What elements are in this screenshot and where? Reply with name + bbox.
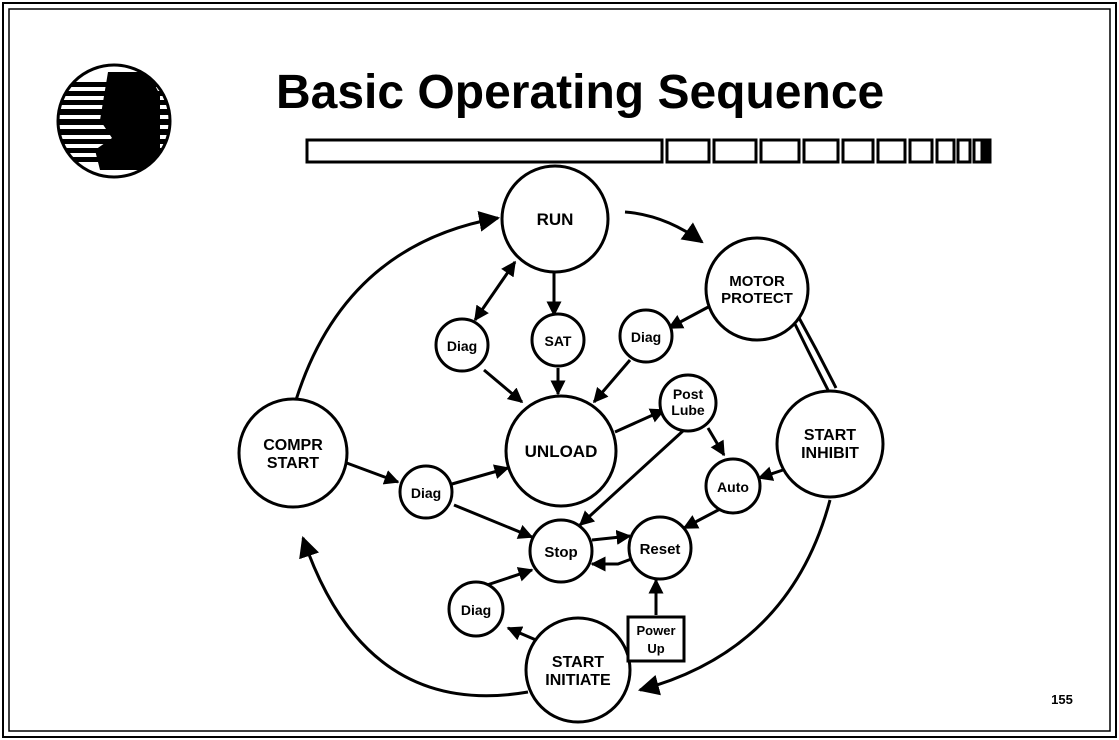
node-auto — [704, 457, 762, 515]
node-start-inhibit — [775, 389, 885, 499]
edge-reset-to-stop — [590, 556, 635, 572]
label-motor-protect-line2: PROTECT — [721, 290, 793, 307]
label-diag-right: Diag — [631, 329, 661, 345]
label-start-initiate-line2: INITIATE — [545, 672, 611, 689]
node-compr-start — [237, 397, 349, 509]
label-diag-mid: Diag — [411, 485, 441, 501]
label-motor-protect-line1: MOTOR — [729, 273, 785, 290]
label-auto: Auto — [717, 479, 749, 495]
label-start-inhibit-line1: START — [804, 427, 856, 444]
edge-run-diag-left — [473, 260, 517, 322]
label-sat: SAT — [545, 333, 572, 349]
edge-run-to-motor-protect — [624, 210, 704, 244]
edge-start-initiate-to-compr-start — [299, 536, 529, 698]
label-compr-start-line1: COMPR — [263, 437, 323, 454]
company-logo-icon — [56, 63, 172, 179]
edge-start-inhibit-to-start-initiate — [637, 499, 832, 696]
node-diag-mid — [398, 464, 454, 520]
node-power-up — [626, 615, 686, 663]
label-run: RUN — [537, 210, 574, 229]
edge-auto-to-reset — [682, 506, 723, 530]
edge-motor-protect-to-diag — [667, 303, 713, 330]
label-reset: Reset — [640, 541, 681, 558]
label-start-initiate-line1: START — [552, 654, 604, 671]
edge-diag-left-to-unload — [483, 368, 524, 404]
label-compr-start-line2: START — [267, 455, 319, 472]
edge-stop-to-reset — [591, 529, 632, 545]
node-diag-bottom — [447, 580, 505, 638]
label-post-lube-line1: Post — [673, 386, 704, 402]
node-run — [500, 164, 610, 274]
edge-compr-start-to-run — [294, 210, 501, 401]
edge-diag-to-unload — [451, 464, 510, 486]
label-power-up-line1: Power — [636, 623, 675, 638]
edge-motor-protect-to-start-inhibit-a — [790, 317, 830, 391]
label-diag-bottom: Diag — [461, 602, 491, 618]
edge-post-lube-to-stop — [578, 428, 686, 527]
page-number: 155 — [1051, 692, 1073, 707]
edge-diag-to-stop — [453, 503, 534, 539]
edge-post-lube-to-auto — [706, 427, 726, 457]
label-stop: Stop — [544, 544, 577, 561]
edge-diag-right-to-unload — [592, 359, 632, 404]
label-power-up-line2: Up — [647, 641, 664, 656]
label-start-inhibit-line2: INHIBIT — [801, 445, 859, 462]
node-sat — [530, 312, 586, 368]
label-post-lube-line2: Lube — [671, 402, 705, 418]
label-diag-left: Diag — [447, 338, 477, 354]
edge-compr-start-to-diag — [343, 460, 400, 485]
edge-start-inhibit-to-auto — [757, 466, 784, 481]
label-unload: UNLOAD — [525, 442, 598, 461]
node-reset — [627, 515, 693, 581]
node-motor-protect — [704, 236, 810, 342]
node-start-initiate — [524, 616, 632, 724]
node-unload — [504, 394, 618, 508]
node-stop — [528, 518, 594, 584]
node-diag-right — [618, 308, 674, 364]
node-post-lube — [658, 373, 718, 433]
page-title: Basic Operating Sequence — [276, 66, 884, 119]
edge-start-initiate-to-diag — [506, 626, 537, 642]
edge-motor-protect-to-start-inhibit-b — [796, 315, 838, 389]
progress-strip — [305, 138, 992, 164]
node-diag-left — [434, 317, 490, 373]
edge-unload-to-post-lube — [614, 408, 666, 434]
inner-border — [8, 8, 1111, 732]
